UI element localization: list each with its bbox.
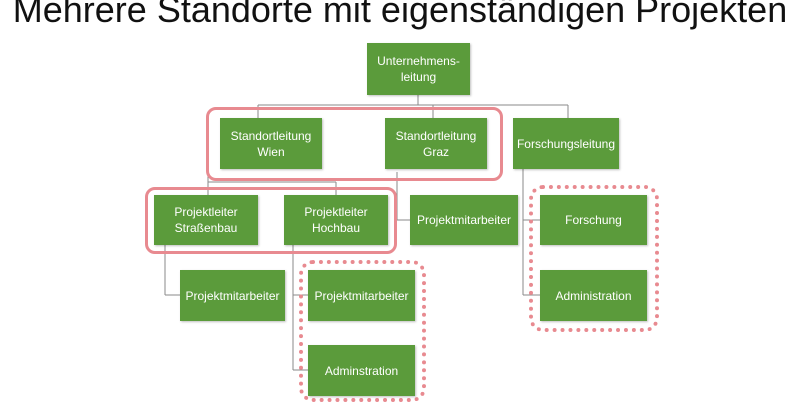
node-unternehmensleitung-label: Unternehmens- leitung [377,54,460,84]
slide-title: Mehrere Standorte mit eigenständigen Pro… [12,0,788,30]
node-adminstration-hochbau-label: Adminstration [324,363,399,378]
node-forschungsleitung-label: Forschungsleitung [516,136,616,151]
node-projektleiter-hochbau-label: Projektleiter Hochbau [304,205,368,235]
node-projektmitarbeiter-graz-label: Projektmitarbeiter [416,213,512,227]
node-projektmitarbeiter-strassenbau-label: Projektmitarbeiter [185,288,280,303]
node-administration-forschung: Administration [540,270,647,321]
node-projektmitarbeiter-strassenbau: Projektmitarbeiter [180,270,285,321]
node-projektleiter-hochbau: Projektleiter Hochbau [284,195,388,245]
node-adminstration-hochbau: Adminstration [308,345,415,396]
node-projektmitarbeiter-hochbau: Projektmitarbeiter [308,270,415,321]
node-projektmitarbeiter-graz: Projektmitarbeiter [410,195,518,245]
node-unternehmensleitung: Unternehmens- leitung [367,43,470,95]
node-projektmitarbeiter-hochbau-label: Projektmitarbeiter [314,288,409,303]
node-standortleitung-graz-label: Standortleitung Graz [395,128,477,159]
node-forschung: Forschung [540,195,647,245]
node-projektleiter-strassenbau-label: Projektleiter Straßenbau [174,205,238,235]
node-standortleitung-graz: Standortleitung Graz [385,118,487,169]
node-projektleiter-strassenbau: Projektleiter Straßenbau [154,195,258,245]
node-standortleitung-wien: Standortleitung Wien [220,118,322,169]
node-forschung-label: Forschung [565,213,622,227]
node-standortleitung-wien-label: Standortleitung Wien [230,128,312,159]
node-administration-forschung-label: Administration [555,288,632,303]
node-forschungsleitung: Forschungsleitung [513,118,619,169]
